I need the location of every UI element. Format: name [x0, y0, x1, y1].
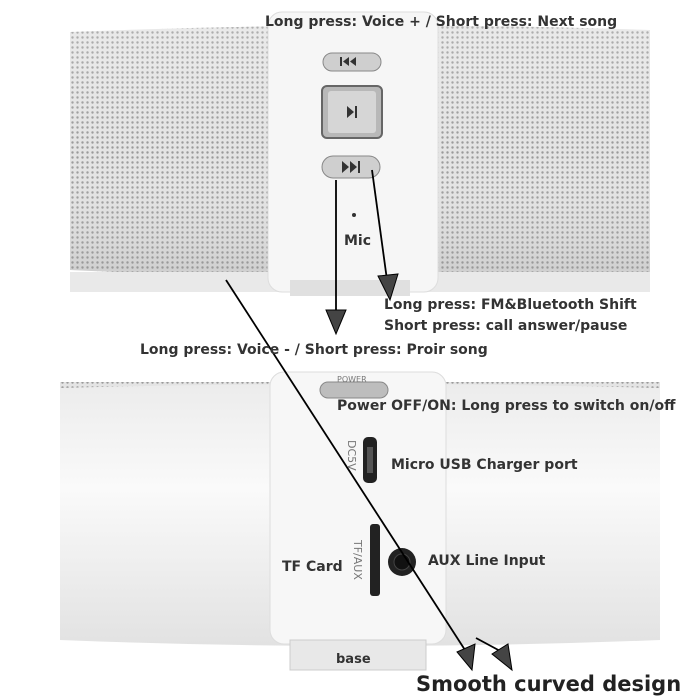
- usb-label: Micro USB Charger port: [391, 457, 578, 473]
- tf-card-label: TF Card: [282, 559, 343, 575]
- aux-label: AUX Line Input: [428, 553, 546, 569]
- mic-hole: [352, 213, 356, 217]
- tf-card-slot: [370, 524, 380, 596]
- mic-label: Mic: [344, 233, 372, 249]
- power-button[interactable]: [319, 381, 389, 399]
- speaker-bottom: [60, 371, 660, 671]
- dc-marking: DC5V: [345, 440, 358, 471]
- play-button-label-2: Short press: call answer/pause: [384, 318, 628, 334]
- power-label: Power OFF/ON: Long press to switch on/of…: [337, 398, 676, 414]
- prev-button-label: Long press: Voice - / Short press: Proir…: [140, 342, 488, 358]
- play-pause-icon: [347, 106, 357, 118]
- speaker-top: [70, 11, 650, 296]
- power-marking: POWER: [337, 375, 367, 384]
- tf-aux-marking: TF/AUX: [351, 540, 364, 580]
- base: [289, 639, 427, 671]
- next-track-icon: [342, 161, 360, 173]
- design-label: Smooth curved design: [416, 672, 682, 696]
- next-button-label: Long press: Voice + / Short press: Next …: [265, 14, 618, 30]
- play-button-label-1: Long press: FM&Bluetooth Shift: [384, 297, 637, 313]
- base-label: base: [336, 652, 371, 667]
- annotation-arrows: [225, 169, 513, 672]
- previous-track-icon: [340, 57, 356, 66]
